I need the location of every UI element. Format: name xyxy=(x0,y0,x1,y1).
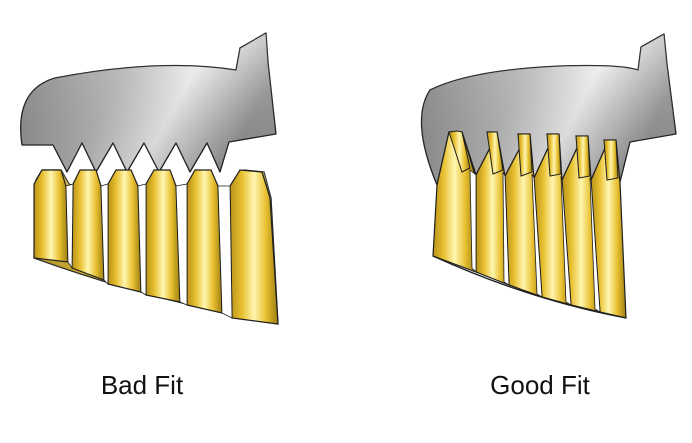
bad-fit-group xyxy=(20,32,279,325)
good-fit-pins xyxy=(432,130,627,319)
bad-fit-pins xyxy=(33,169,279,325)
good-fit-caption: Good Fit xyxy=(490,370,590,400)
bad-fit-caption: Bad Fit xyxy=(100,370,184,400)
bad-fit-comb xyxy=(20,32,277,173)
good-fit-group xyxy=(420,33,677,319)
